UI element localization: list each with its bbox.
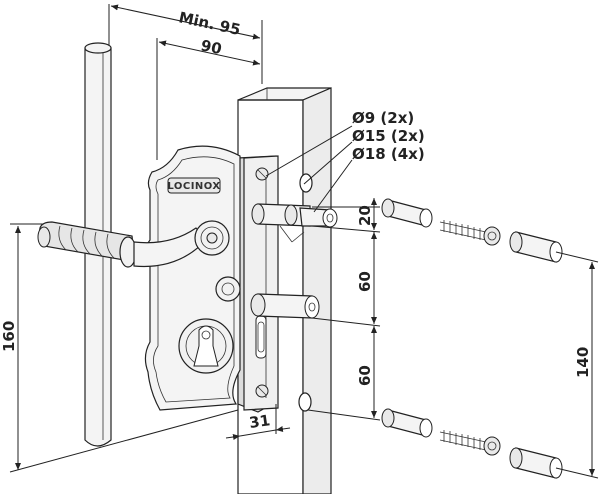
dim-60-bottom-label: 60 xyxy=(356,365,374,386)
hole-leaders xyxy=(265,125,353,213)
dim-min-95-label: Min. 95 xyxy=(177,8,242,39)
dim-60-top-label: 60 xyxy=(356,271,374,292)
bushing-top-left xyxy=(381,198,433,228)
hole-d18-label: Ø18 (4x) xyxy=(352,145,425,163)
dim-chain: 20 60 60 xyxy=(307,198,381,421)
screw-bottom xyxy=(439,430,501,456)
dim-140-label: 140 xyxy=(574,347,592,378)
forend-plate xyxy=(243,155,279,411)
tube-hole-top xyxy=(299,173,313,193)
dim-140: 140 xyxy=(555,251,599,479)
dim-min-95: Min. 95 xyxy=(108,4,263,84)
dim-31-label: 31 xyxy=(248,411,271,432)
latch-bolt-middle xyxy=(250,293,320,319)
dim-160: 160 xyxy=(0,223,239,473)
door-handle xyxy=(37,220,230,268)
latch-bolt-top xyxy=(251,203,338,243)
brand-plate xyxy=(167,177,221,194)
screw-top xyxy=(439,220,501,246)
hole-d15-label: Ø15 (2x) xyxy=(352,127,425,145)
bushing-bottom-right xyxy=(509,447,563,479)
tube-hole-bottom xyxy=(298,392,312,412)
cylinder-rosette xyxy=(178,318,234,374)
dim-20-label: 20 xyxy=(356,205,374,226)
dim-90: 90 xyxy=(156,36,261,160)
dim-31: 31 xyxy=(225,404,291,444)
dim-90-label: 90 xyxy=(199,36,223,58)
bushing-bottom-left xyxy=(381,408,433,438)
hole-d9-label: Ø9 (2x) xyxy=(352,109,414,127)
brand-logo: LOCINOX xyxy=(167,181,220,192)
dim-160-label: 160 xyxy=(0,321,18,352)
small-rosette xyxy=(215,276,241,302)
bushing-top-right xyxy=(509,231,563,263)
